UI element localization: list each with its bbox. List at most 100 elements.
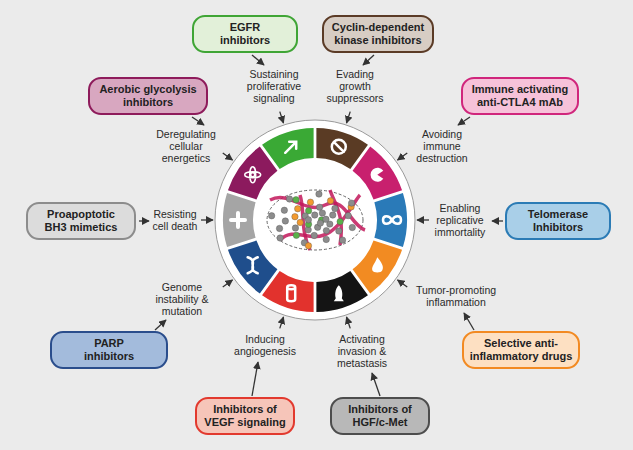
hallmark-icon <box>371 168 384 182</box>
hallmark-label: Activating invasion & metastasis <box>335 333 389 369</box>
drug-box: Selective anti-inflammatory drugs <box>462 331 580 369</box>
tumor-cell <box>311 232 317 238</box>
tumor-cell <box>316 191 322 197</box>
tumor-cell <box>316 204 322 210</box>
wheel <box>215 120 415 320</box>
blood-vessel <box>270 198 365 230</box>
pointer-arrow <box>192 117 204 125</box>
drug-name: Inhibitors of VEGF signaling <box>202 403 288 429</box>
tumor-cell <box>349 224 355 230</box>
tumor-cell <box>332 205 338 211</box>
pointer-arrow <box>139 220 149 221</box>
tumor-cell <box>323 236 329 242</box>
drug-name: Telomerase Inhibitors <box>512 208 604 234</box>
hallmark-label: Resisting cell death <box>150 208 200 232</box>
hallmark-icon <box>383 216 401 224</box>
tumor-cell <box>305 243 311 249</box>
drug-box: EGFR inhibitors <box>192 15 298 53</box>
drug-box: Inhibitors of HGF/c-Met <box>330 397 430 435</box>
hallmark-arrow <box>398 280 408 287</box>
tumor-cell <box>286 196 292 202</box>
drug-box: Cyclin-dependent kinase inhibitors <box>322 15 434 53</box>
hallmark-wedge <box>316 271 368 312</box>
drug-box: Proapoptotic BH3 mimetics <box>26 202 136 240</box>
hallmark-label: Deregulating cellular energetics <box>155 128 217 164</box>
hallmark-wedge <box>223 193 256 247</box>
tumor-cell <box>282 218 288 224</box>
hallmark-wedge <box>228 146 278 199</box>
hallmark-icon <box>372 257 383 272</box>
hallmark-wedge <box>228 240 278 293</box>
drug-box: PARP inhibitors <box>50 331 168 369</box>
drug-name: PARP inhibitors <box>74 337 144 363</box>
hallmark-arrow <box>398 153 408 160</box>
tumor-cell <box>345 212 351 218</box>
hallmark-icon <box>231 213 245 227</box>
tumor-cell <box>330 212 336 218</box>
drug-box: Immune activating anti-CTLA4 mAb <box>461 77 579 115</box>
tumor-cell <box>292 213 298 219</box>
hallmark-label: Avoiding immune destruction <box>412 128 472 164</box>
tumor-cell <box>294 206 300 212</box>
pointer-arrow <box>155 320 166 330</box>
tumor-cell <box>319 210 325 216</box>
outer-disc <box>215 120 415 320</box>
hallmark-icon <box>248 257 258 273</box>
drug-box: Aerobic glycolysis inhibitors <box>88 77 208 115</box>
tumor-cell <box>307 199 313 205</box>
tumor-cell <box>268 213 274 219</box>
tumor-cell <box>293 232 299 238</box>
hallmark-icon <box>245 167 261 183</box>
tumor-cell <box>327 198 333 204</box>
hallmark-wedge <box>353 146 403 199</box>
pointer-arrow <box>458 117 470 125</box>
hallmark-arrow <box>347 317 351 328</box>
tumor-cell <box>276 225 282 231</box>
hallmark-icon <box>287 285 295 301</box>
tumor-cell <box>323 216 329 222</box>
tumor-cell <box>281 207 287 213</box>
hallmark-label: Evading growth suppressors <box>326 68 385 104</box>
tumor-cell <box>297 219 303 225</box>
tumor-cell <box>312 212 318 218</box>
drug-name: Immune activating anti-CTLA4 mAb <box>468 83 572 109</box>
hallmark-label: Sustaining proliferative signaling <box>245 68 304 104</box>
tumor-cell <box>339 237 345 243</box>
tumor-cell <box>292 225 298 231</box>
tumor-cell <box>348 200 354 206</box>
hallmark-arrow <box>280 112 284 123</box>
hallmark-label: Inducing angiogenesis <box>232 333 298 357</box>
tumor-cell <box>336 228 342 234</box>
drug-name: Aerobic glycolysis inhibitors <box>95 83 201 109</box>
blood-vessel <box>280 195 360 240</box>
pointer-arrow <box>363 55 374 65</box>
tumor-cell <box>323 227 329 233</box>
pointer-arrow <box>252 55 264 65</box>
tumor-cell <box>337 218 343 224</box>
hallmark-arrow <box>347 112 351 123</box>
hallmark-icon <box>285 142 296 153</box>
drug-box: Telomerase Inhibitors <box>505 202 611 240</box>
drug-name: Cyclin-dependent kinase inhibitors <box>329 21 427 47</box>
pointer-arrow <box>464 313 474 330</box>
hallmark-wedge <box>374 193 407 247</box>
pointer-arrow <box>372 373 380 396</box>
hallmark-arrow <box>201 219 213 220</box>
tumor-cell <box>293 197 299 203</box>
hallmark-label: Enabling replicative immortality <box>432 202 488 238</box>
hallmark-arrow <box>223 153 233 160</box>
tumor-cell <box>305 217 311 223</box>
drug-name: Selective anti-inflammatory drugs <box>469 337 573 363</box>
tumor-illustration <box>267 190 365 250</box>
drug-name: Inhibitors of HGF/c-Met <box>337 403 423 429</box>
hallmark-arrow <box>417 219 429 220</box>
pointer-arrow <box>492 220 503 221</box>
hallmark-icon <box>332 140 346 154</box>
tumor-cell <box>317 220 323 226</box>
drug-name: EGFR inhibitors <box>210 21 280 47</box>
hallmark-arrow <box>280 317 284 328</box>
pointer-arrow <box>252 362 258 396</box>
hallmark-icon <box>334 285 344 301</box>
drug-box: Inhibitors of VEGF signaling <box>195 397 295 435</box>
